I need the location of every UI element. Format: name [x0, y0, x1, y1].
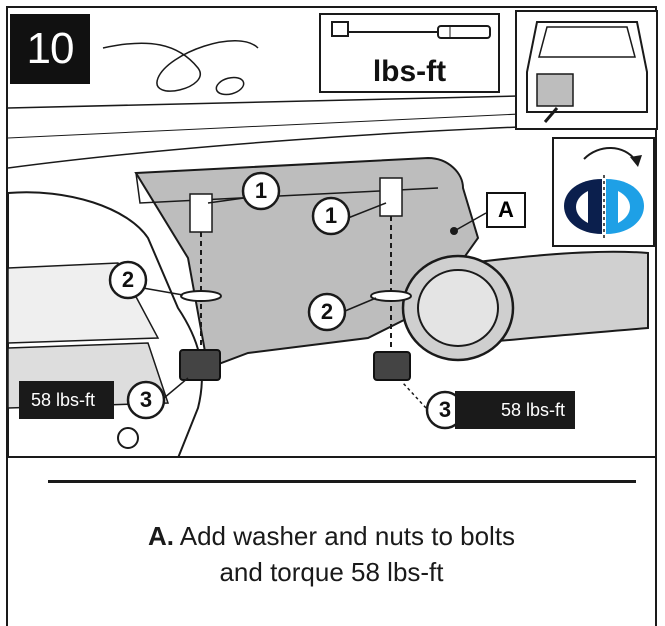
- callout-washer-2-left: 2: [121, 267, 135, 292]
- step-number-box: [10, 14, 90, 84]
- section-divider: [6, 456, 657, 458]
- instruction-text: A. Add washer and nuts to bolts and torq…: [6, 518, 657, 590]
- installation-illustration: [8, 39, 649, 458]
- torque-tag-right: 58 lbs-ft: [455, 391, 575, 429]
- callout-bolt-1-right: 1: [324, 203, 338, 228]
- rotate-direction-icon: [564, 147, 644, 239]
- vehicle-location-thumbnail: [515, 10, 658, 130]
- callout-washer-2-right: 2: [320, 299, 334, 324]
- instruction-line1-text: Add washer and nuts to bolts: [173, 521, 516, 551]
- torque-unit-label: lbs-ft: [372, 55, 447, 88]
- bracket-label-a: A: [486, 192, 526, 228]
- instruction-rule: [48, 480, 636, 483]
- instruction-line-2: and torque 58 lbs-ft: [219, 557, 444, 587]
- instruction-letter: A.: [147, 521, 174, 551]
- step-number: 10: [26, 24, 75, 73]
- callout-nut-3-left: 3: [139, 387, 153, 412]
- callout-bolt-1-top: 1: [254, 178, 268, 203]
- torque-wrench-icon: [331, 21, 491, 39]
- vehicle-rear-icon: [526, 21, 648, 123]
- callout-nut-3-right: 3: [438, 397, 452, 422]
- instruction-line-1: A. Add washer and nuts to bolts: [6, 518, 657, 554]
- torque-tag-left: 58 lbs-ft: [19, 381, 114, 419]
- rotation-logo-box: [552, 137, 655, 247]
